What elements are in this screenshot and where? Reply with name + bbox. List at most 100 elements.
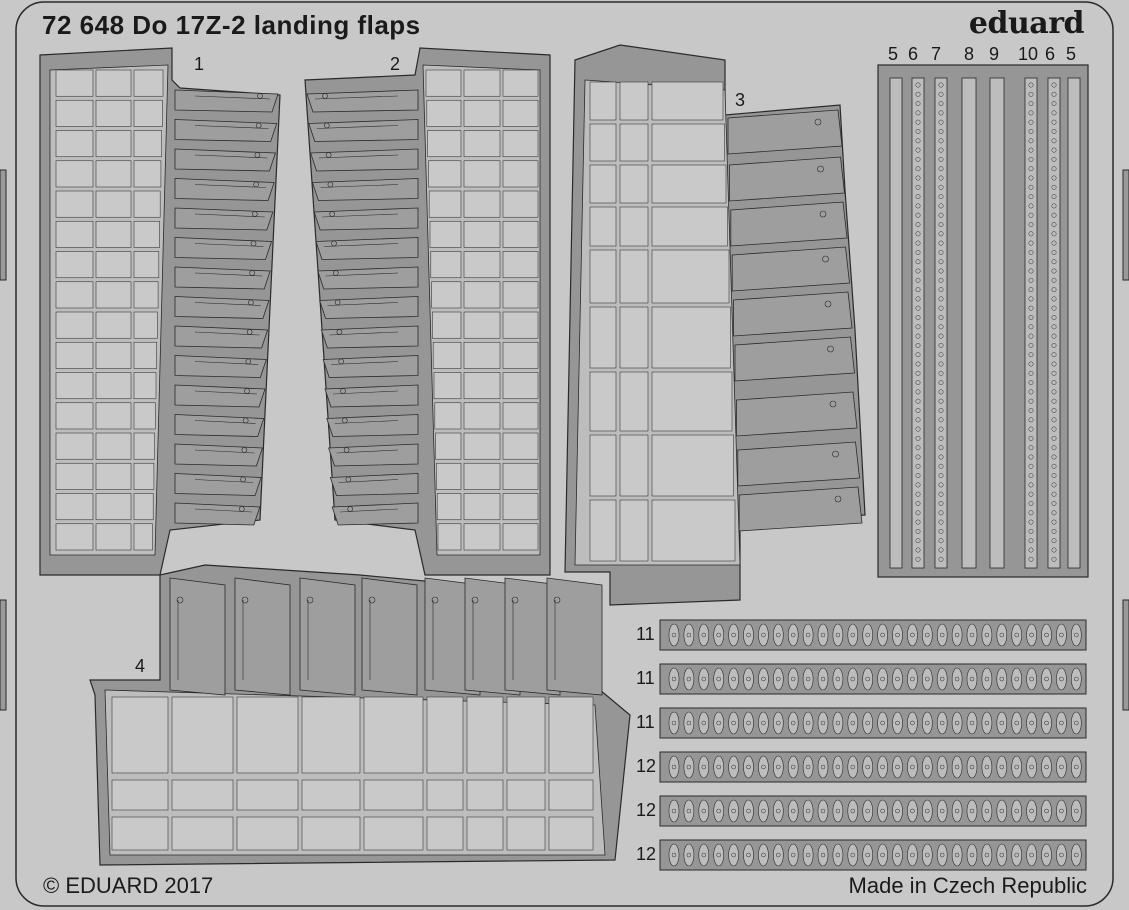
chain-hole: [835, 720, 841, 726]
chain-link: [683, 843, 695, 867]
rib-hole: [240, 476, 246, 483]
strip-hole: [938, 491, 944, 497]
chain-link: [743, 623, 754, 647]
chain-link: [921, 755, 933, 779]
strip-hole: [1051, 454, 1057, 460]
chain-hole: [716, 720, 721, 726]
strip-hole: [1028, 138, 1034, 144]
chain-hole: [895, 764, 900, 770]
panel-cell: [430, 251, 462, 279]
panel-cell: [589, 81, 617, 121]
chain-hole: [1014, 808, 1019, 814]
chain-hole: [776, 632, 781, 638]
chain-hole: [716, 808, 721, 814]
rib: [733, 291, 853, 337]
chain-link: [787, 667, 799, 691]
strip-hole: [1028, 277, 1034, 283]
strip-hole: [1051, 380, 1057, 386]
rib-line: [194, 184, 267, 188]
chain-hole: [686, 764, 692, 770]
chain-link: [832, 623, 844, 647]
strip-hole: [1051, 184, 1057, 190]
chain-hole: [1074, 764, 1079, 770]
strip-hole: [1028, 370, 1034, 376]
strip-hole: [1051, 482, 1057, 488]
strip-hole: [915, 538, 921, 544]
chain-link: [713, 843, 725, 867]
strip-hole: [1051, 417, 1057, 423]
rib-hole: [239, 506, 245, 512]
panel-cell: [502, 311, 539, 339]
chain-link: [921, 843, 933, 867]
chain-link: [817, 799, 829, 823]
chain-link: [1071, 711, 1082, 735]
strip-hole: [938, 82, 944, 88]
rib: [169, 577, 226, 696]
strip-hole: [915, 408, 921, 413]
chain-link: [1011, 711, 1023, 735]
chain-hole: [746, 808, 751, 814]
panel-cell: [427, 130, 462, 158]
panel-cell: [95, 402, 132, 430]
strip: [1067, 77, 1081, 569]
strip-hole: [915, 361, 921, 367]
strip-hole: [915, 426, 921, 432]
panel-cell: [301, 816, 361, 851]
chain-hole: [925, 852, 930, 858]
chain-hole: [805, 808, 811, 814]
panel-cell: [426, 779, 464, 811]
part-2-flap: [304, 47, 551, 576]
panel-cell: [502, 341, 539, 369]
rib-hole: [255, 122, 262, 129]
strip-hole: [1051, 296, 1057, 302]
chain-link: [772, 667, 784, 691]
chain-link: [1071, 799, 1082, 823]
chain-link: [698, 623, 710, 647]
chain-link: [743, 711, 754, 735]
rib: [174, 384, 266, 408]
chain-hole: [776, 852, 781, 858]
panel-cell: [506, 696, 546, 774]
panel-cell: [95, 311, 132, 339]
strip-hole: [1051, 147, 1057, 153]
rib-line: [320, 184, 399, 188]
rib-hole: [242, 417, 249, 424]
chain-hole: [1059, 720, 1064, 726]
chain-link: [1056, 623, 1067, 647]
strip-hole: [1051, 491, 1057, 497]
chain-link: [892, 623, 903, 647]
chain-number: 11: [636, 712, 655, 732]
panel-cell: [463, 341, 501, 369]
chain-link: [996, 711, 1008, 735]
chain-link: [907, 843, 918, 867]
rib-hole: [822, 255, 829, 263]
rib-line: [194, 95, 271, 100]
chain-link: [832, 799, 844, 823]
rib: [174, 89, 279, 113]
chain-hole: [686, 720, 692, 726]
panel-cell: [95, 99, 132, 127]
rib: [315, 237, 419, 260]
rib-hole: [241, 596, 249, 604]
rib-hole: [817, 165, 824, 173]
strip-columns: [889, 77, 1081, 569]
chain-hole: [1059, 632, 1064, 638]
rib: [174, 473, 262, 496]
panel-cell: [55, 160, 94, 188]
chain-link: [907, 667, 918, 691]
chain-hole: [865, 808, 870, 814]
strip-hole: [938, 315, 944, 320]
strip-hole: [1028, 82, 1034, 88]
panel-cell: [502, 432, 539, 460]
strip-hole: [938, 482, 944, 488]
strip-number: 9: [989, 44, 1000, 64]
chain-number: 12: [636, 800, 657, 820]
strip-hole: [1051, 212, 1057, 218]
chain-link: [802, 667, 814, 691]
strip-hole: [915, 417, 921, 423]
chain-hole: [850, 852, 856, 858]
chain-link: [772, 623, 784, 647]
chain-hole: [835, 632, 841, 638]
chain-link: [787, 799, 799, 823]
part-1-flap: [39, 47, 281, 576]
